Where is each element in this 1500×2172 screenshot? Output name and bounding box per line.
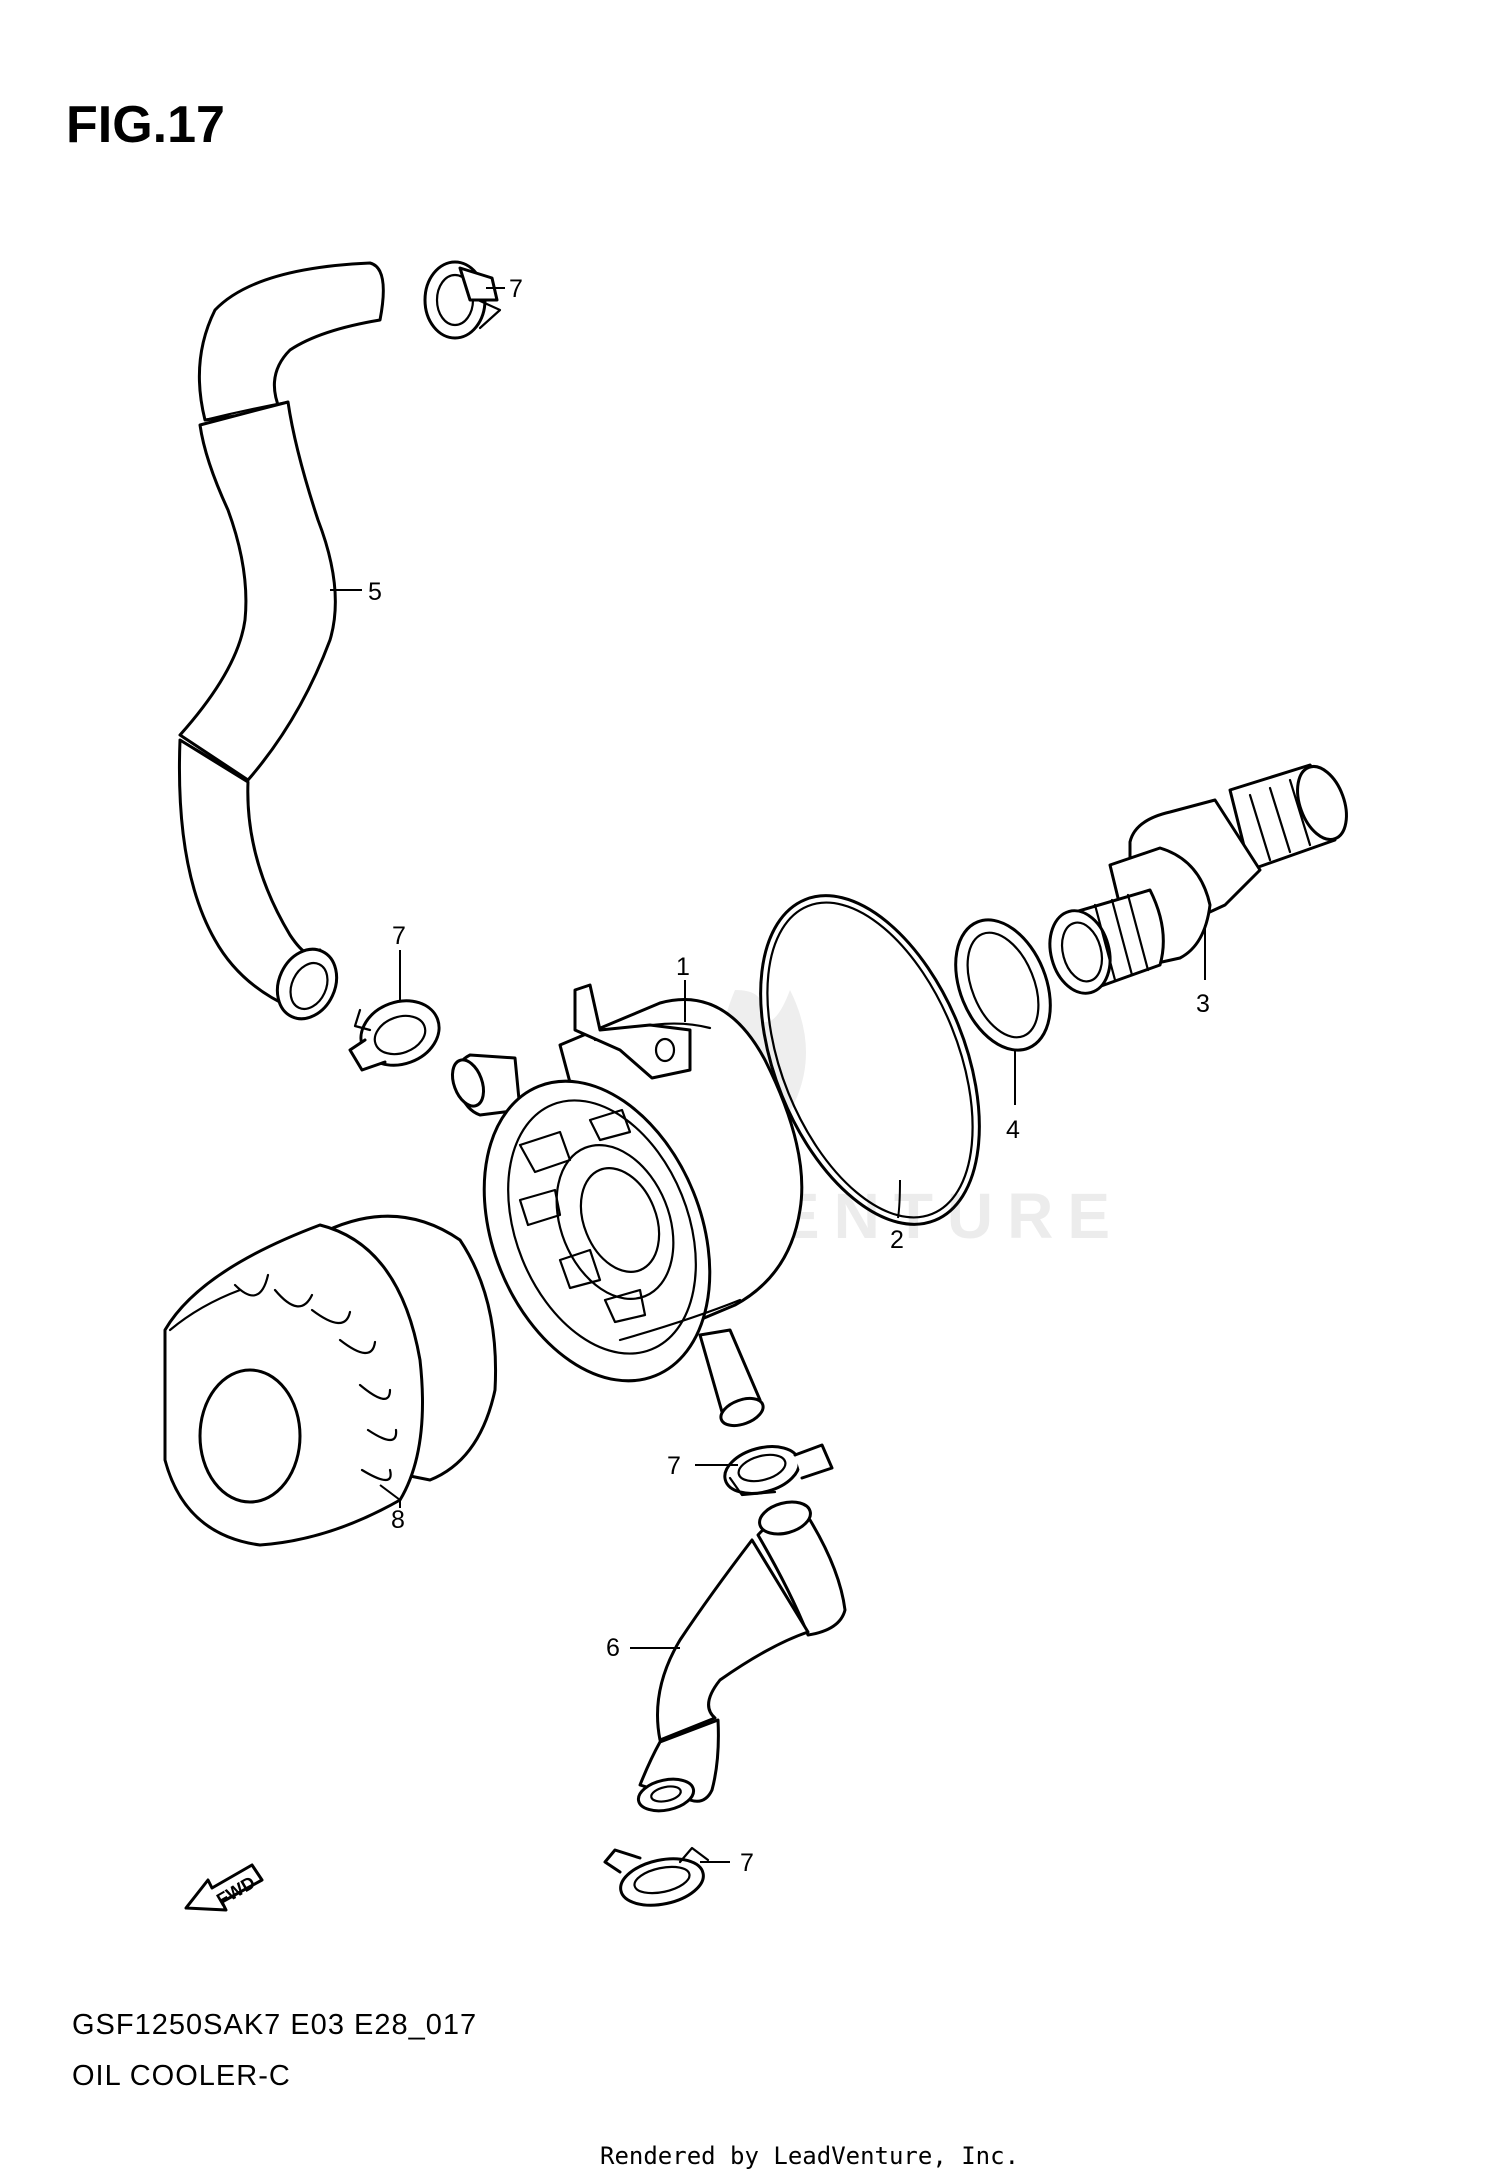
leader-lines [330, 287, 1206, 1863]
o-ring-part-2 [759, 894, 981, 1226]
section-name: OIL COOLER-C [72, 2060, 291, 2092]
hose-clamp-part-7-lower [723, 1443, 834, 1497]
hose-clamp-part-7-middle [348, 999, 441, 1072]
callout-7-top: 7 [509, 275, 523, 303]
forward-direction-icon: FWD [184, 1863, 264, 1912]
callout-6: 6 [606, 1634, 620, 1662]
oil-filter-part-8 [163, 1214, 498, 1547]
callout-2: 2 [890, 1226, 904, 1254]
callout-7-bottom: 7 [740, 1849, 754, 1877]
render-credit: Rendered by LeadVenture, Inc. [600, 2142, 1019, 2170]
model-code: GSF1250SAK7 E03 E28_017 [72, 2009, 477, 2041]
callout-7-middle: 7 [392, 922, 406, 950]
callout-1: 1 [676, 953, 690, 981]
hose-part-6 [636, 1500, 847, 1813]
hose-clamp-part-7-bottom [603, 1846, 710, 1907]
callout-5: 5 [368, 578, 382, 606]
union-bolt-part-3 [1048, 763, 1348, 995]
callout-4: 4 [1006, 1116, 1020, 1144]
figure-title: FIG.17 [66, 96, 225, 154]
oil-cooler-part-1 [450, 983, 804, 1428]
washer-part-4 [954, 918, 1052, 1052]
callout-8: 8 [391, 1506, 405, 1534]
callout-7-lower: 7 [667, 1452, 681, 1480]
hose-part-5 [177, 261, 385, 1021]
callout-3: 3 [1196, 990, 1210, 1018]
hose-clamp-part-7-top [423, 260, 502, 340]
